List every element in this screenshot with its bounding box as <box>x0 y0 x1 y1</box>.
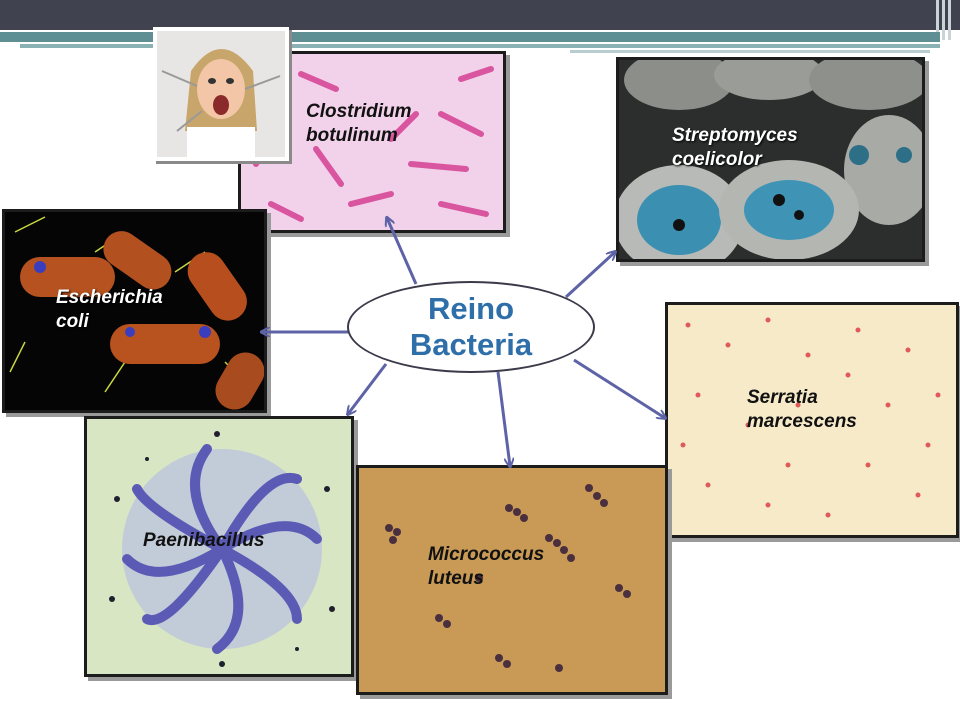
header-light-line <box>570 50 930 53</box>
header-stripe <box>942 0 945 40</box>
paenibacillus-colony-image <box>109 431 335 667</box>
slide-header-bar <box>0 0 960 30</box>
serratia-cells-image <box>680 317 941 518</box>
photo-escherichia <box>2 209 267 413</box>
center-title-line1: Reino <box>427 291 515 326</box>
screaming-woman-photo <box>153 27 289 161</box>
arrow-to-micrococcus <box>496 371 510 466</box>
header-teal-band <box>0 32 940 42</box>
photo-serratia <box>665 302 959 538</box>
arrow-to-paenibacillus <box>348 363 388 414</box>
streptomyces-colonies-image <box>619 60 922 259</box>
header-stripe <box>936 0 939 40</box>
label-paenibacillus: Paenibacillus <box>143 530 265 551</box>
ecoli-rods-image <box>9 216 264 410</box>
photo-paenibacillus <box>84 416 354 677</box>
arrow-to-clostridium <box>387 218 418 285</box>
header-stripe <box>948 0 951 40</box>
center-node: Reino Bacteria <box>347 281 595 373</box>
header-teal-line <box>20 44 940 48</box>
arrow-to-serratia <box>573 358 665 418</box>
arrow-to-streptomyces <box>564 252 615 299</box>
photo-micrococcus <box>356 465 668 695</box>
photo-streptomyces <box>616 57 925 262</box>
center-title-line2: Bacteria <box>409 327 533 362</box>
micrococcus-clusters-image <box>385 484 631 672</box>
